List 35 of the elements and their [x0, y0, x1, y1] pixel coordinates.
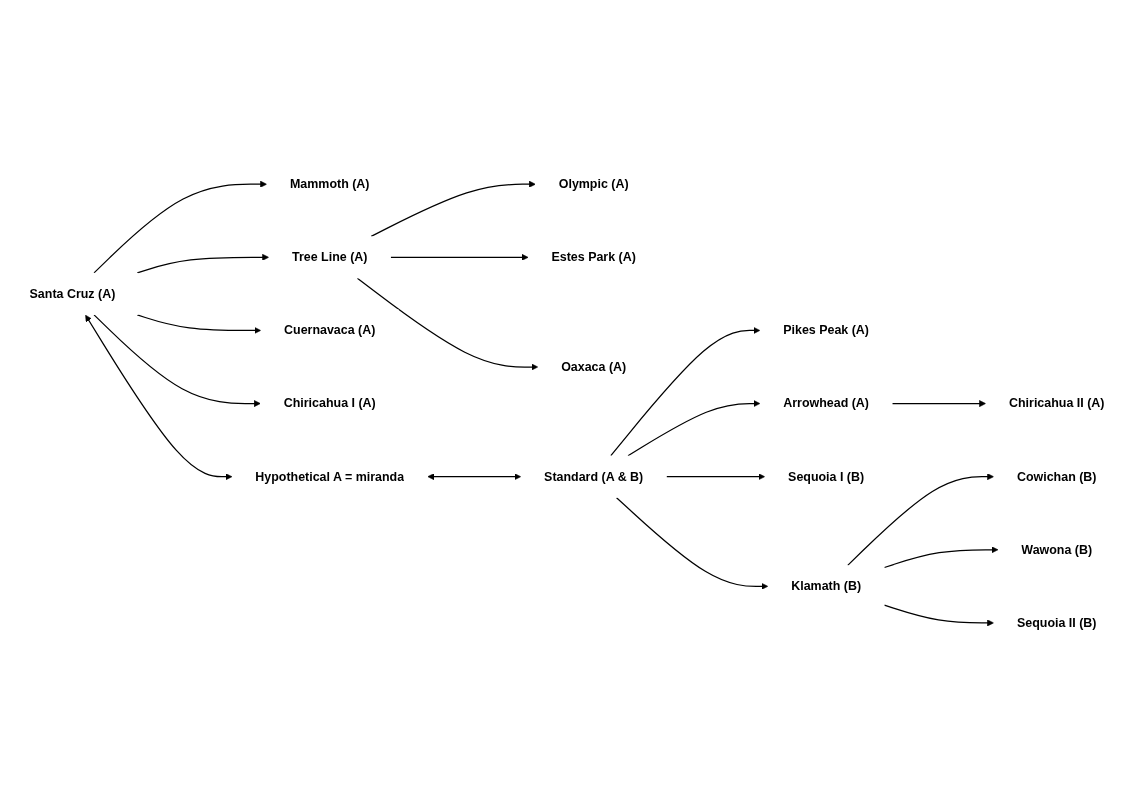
node-text: Oaxaca (A) — [561, 360, 627, 374]
arrow — [891, 400, 986, 408]
arrow — [85, 315, 233, 481]
arrow — [390, 254, 529, 262]
arrow — [883, 605, 994, 627]
node-text: Chiricahua I (A) — [283, 397, 376, 411]
arrow — [93, 181, 267, 274]
node-text: Estes Park (A) — [551, 250, 636, 264]
node-text: Standard (A & B) — [544, 470, 644, 484]
node-text: Olympic (A) — [558, 177, 629, 191]
node-text: Mammoth (A) — [289, 177, 370, 191]
node-text: Wawona (B) — [1021, 543, 1093, 557]
node-text: Pikes Peak (A) — [783, 323, 869, 338]
node-text: Sequoia I (B) — [788, 470, 865, 484]
arrow — [615, 497, 769, 591]
arrow — [883, 546, 999, 569]
arrow — [370, 181, 536, 238]
arrow — [627, 400, 761, 457]
arrow — [356, 278, 539, 371]
arrow — [847, 473, 994, 567]
node-text: Cowichan (B) — [1016, 470, 1097, 484]
node-text: Hypothetical A = miranda — [255, 470, 405, 484]
node-text: Cuernavaca (A) — [284, 323, 376, 338]
node-text: Klamath (B) — [791, 579, 862, 594]
node-text: Chiricahua II (A) — [1009, 397, 1105, 411]
node-text: Santa Cruz (A) — [29, 287, 116, 301]
node-text: Arrowhead (A) — [783, 397, 869, 411]
arrow — [136, 314, 262, 335]
arrow — [665, 473, 766, 481]
arrow — [610, 327, 761, 457]
arrow — [136, 254, 269, 274]
node-text: Tree Line (A) — [292, 250, 368, 264]
node-text: Sequoia II (B) — [1016, 616, 1097, 630]
arrow — [427, 473, 522, 481]
arrow — [93, 314, 261, 408]
